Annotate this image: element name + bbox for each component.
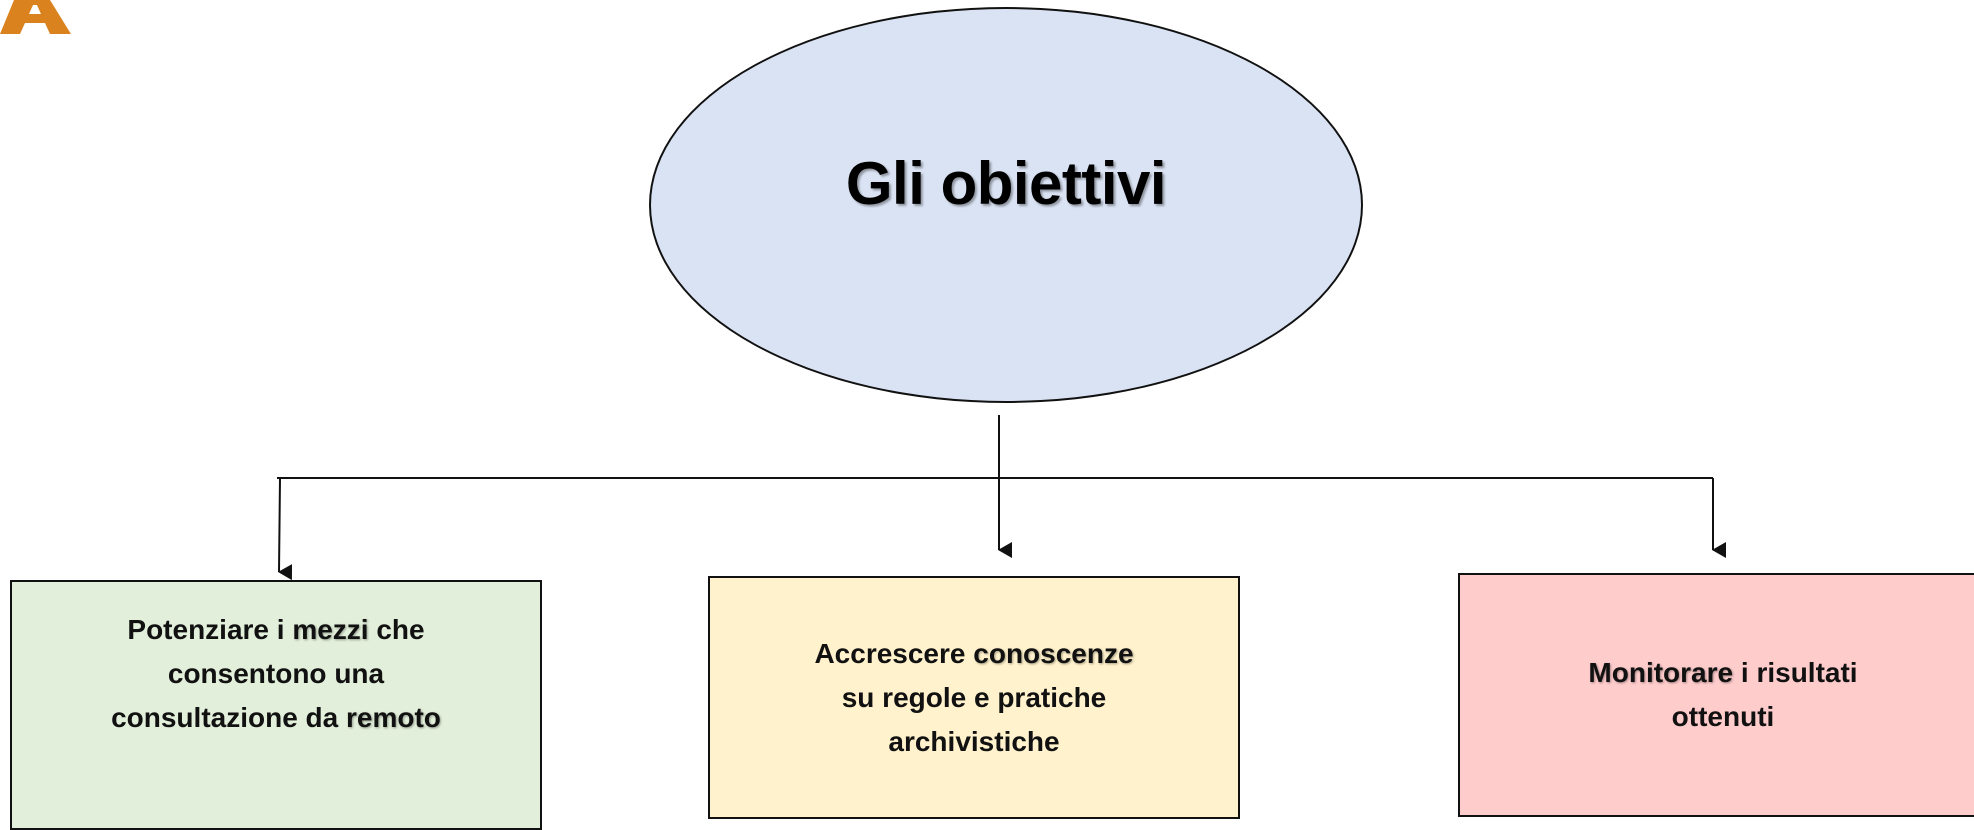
goal-text-segment: Accrescere (814, 637, 974, 669)
goal-text-segment: archivistiche (888, 725, 1060, 757)
goal-keyword: remoto (346, 702, 441, 733)
goal-text-segment: che (368, 614, 425, 645)
goal-keyword: conoscenze (973, 637, 1134, 669)
goal-text-knowledge: Accrescere conoscenze su regole e pratic… (814, 632, 1133, 764)
goal-box-monitoring: Monitorare i risultati ottenuti (1458, 573, 1974, 817)
goal-text-segment: consentono una (167, 658, 385, 689)
goal-text-segment: consultazione da (111, 702, 347, 733)
goal-keyword: Monitorare (1588, 657, 1734, 688)
goal-keyword: mezzi (292, 614, 369, 645)
goal-text-remote-access: Potenziare i mezzi che consentono una co… (111, 608, 441, 740)
goal-box-remote-access: Potenziare i mezzi che consentono una co… (10, 580, 542, 830)
goal-box-knowledge: Accrescere conoscenze su regole e pratic… (708, 576, 1240, 819)
orange-a-logo-icon (0, 0, 71, 34)
goal-text-segment: i risultati (1733, 657, 1858, 688)
goal-text-segment: su regole e pratiche (841, 681, 1107, 713)
goal-text-monitoring: Monitorare i risultati ottenuti (1588, 651, 1857, 739)
goal-text-segment: ottenuti (1671, 701, 1775, 732)
goals-title: Gli obiettivi (845, 150, 1167, 217)
left-arrow (278, 477, 293, 581)
goals-ellipse: Gli obiettivi (649, 7, 1363, 403)
goal-text-segment: Potenziare i (127, 614, 293, 645)
